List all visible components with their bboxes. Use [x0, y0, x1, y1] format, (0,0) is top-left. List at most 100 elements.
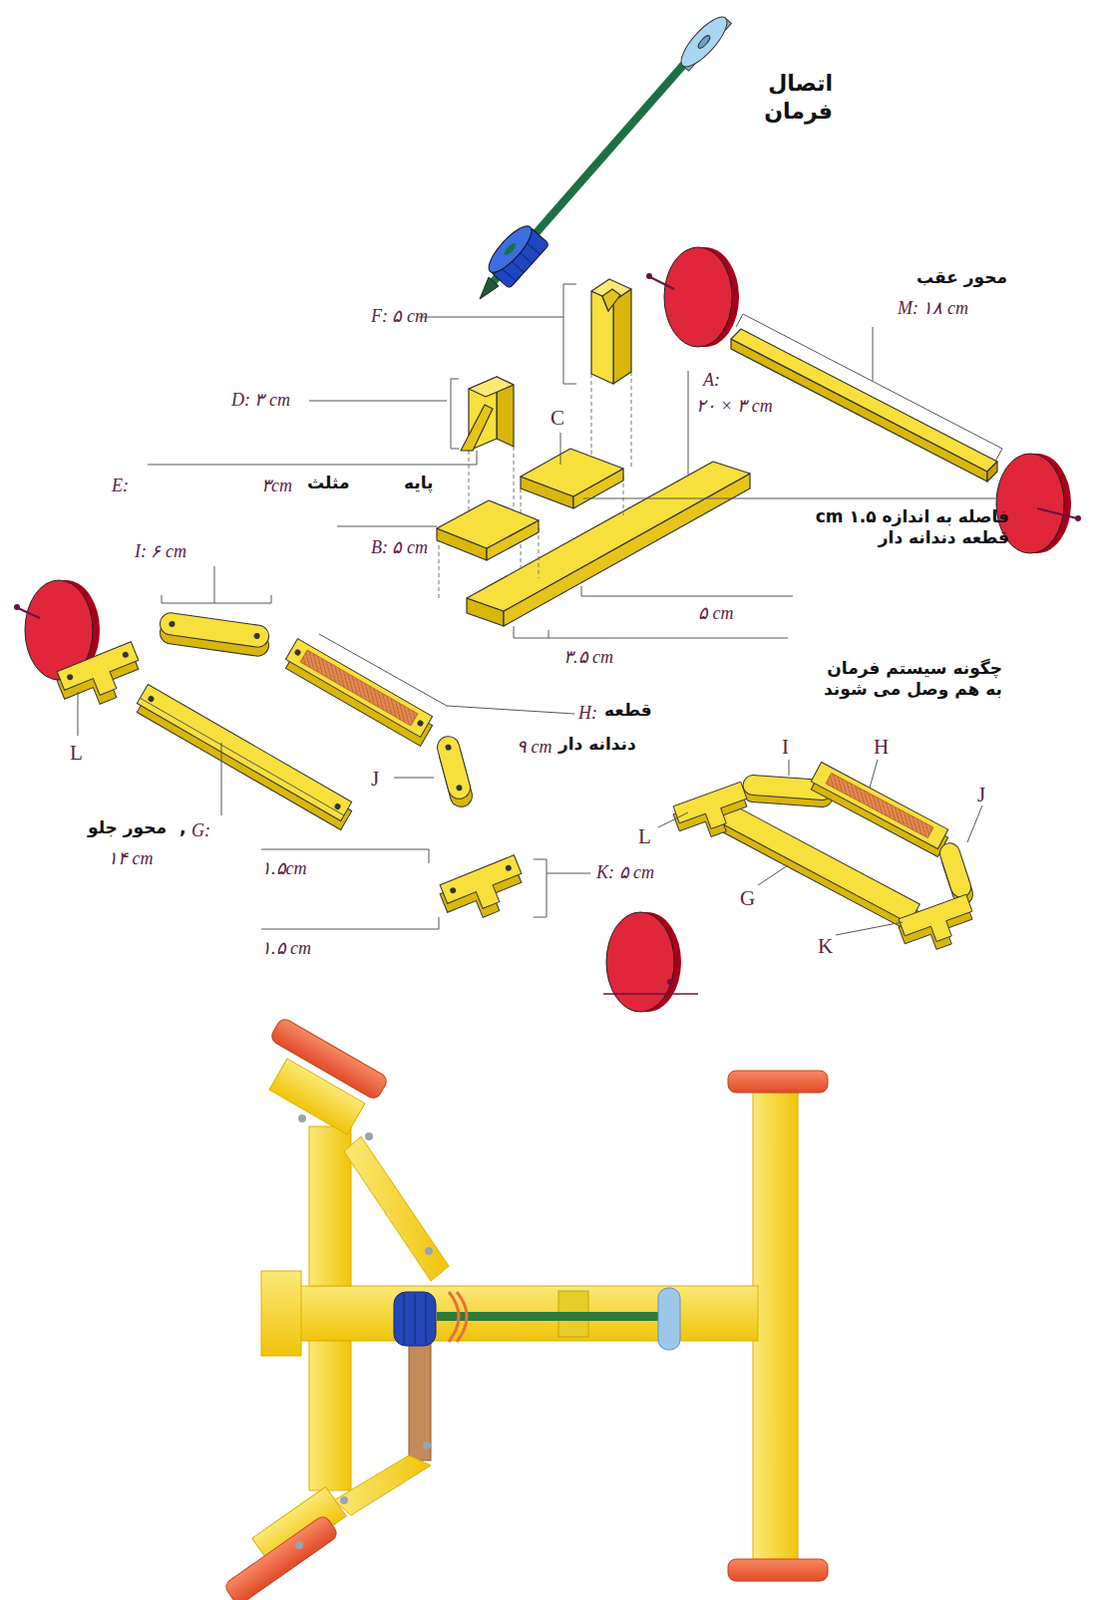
assembled-steering — [898, 894, 978, 952]
steering-wheel-disc — [674, 10, 733, 73]
front-axle-g — [136, 684, 352, 821]
leader-lines — [261, 929, 439, 931]
link-i — [253, 633, 261, 641]
dimension-label: ۳.۵ cm — [563, 646, 614, 670]
dimension-label: ۹ cm — [516, 735, 553, 759]
plate-b — [436, 500, 539, 561]
link-j — [455, 784, 463, 792]
car-top-view — [436, 1312, 665, 1322]
wheel — [603, 993, 699, 996]
assembled-steering — [937, 840, 974, 900]
leader-lines — [658, 812, 689, 828]
car-top-view — [223, 1017, 828, 1600]
dimension-label: D: ۳ cm — [231, 388, 291, 412]
tee-l — [56, 642, 145, 708]
wheel — [650, 277, 675, 290]
persian-label: قطعه — [604, 700, 653, 722]
leader-lines — [77, 284, 1003, 936]
leader-lines — [735, 314, 743, 328]
assembled-steering — [937, 840, 974, 900]
car-top-view — [424, 1247, 433, 1256]
assembled-steering — [810, 761, 948, 849]
toothed-rack-h — [300, 650, 418, 727]
leader-lines — [688, 370, 690, 475]
part-letter: H — [873, 733, 889, 760]
wheel — [606, 912, 675, 1013]
steering-gear — [502, 241, 518, 258]
leader-lines — [139, 698, 345, 816]
car-top-view — [309, 1341, 352, 1491]
car-top-view — [414, 1294, 416, 1345]
leader-lines — [428, 849, 430, 864]
front-axle-g — [136, 684, 352, 821]
guide-lines — [631, 371, 633, 469]
car-top-view — [298, 1114, 307, 1123]
wheel — [646, 273, 653, 280]
leader-lines — [513, 626, 788, 639]
guide-lines — [591, 373, 593, 461]
leader-lines — [869, 759, 878, 788]
steering-shaft — [479, 277, 499, 300]
leader-lines — [476, 450, 478, 465]
wheel — [1075, 515, 1082, 522]
car-top-view — [223, 1514, 340, 1600]
plate-c — [520, 448, 624, 497]
persian-label: , — [179, 817, 186, 839]
wheel — [13, 604, 20, 611]
wheel — [667, 979, 674, 986]
tee-k — [448, 886, 457, 895]
leader-lines — [788, 759, 790, 776]
toothed-rack-h — [285, 639, 432, 738]
dimension-label: ۱۴ cm — [107, 847, 154, 871]
car-top-view — [365, 1132, 373, 1141]
plate-b — [436, 500, 539, 549]
plate-c — [520, 448, 624, 509]
dimension-label: ۵ cm — [698, 602, 734, 626]
dimension-label: I: ۶ cm — [134, 540, 187, 564]
leader-lines — [450, 378, 459, 449]
link-i — [168, 621, 176, 629]
steering-wheel-disc — [696, 33, 712, 50]
base-board — [466, 461, 750, 627]
tee-l — [56, 642, 145, 717]
tee-k — [504, 864, 513, 873]
leader-lines — [967, 805, 983, 843]
car-top-view — [728, 1559, 828, 1582]
steering-gear — [482, 220, 550, 290]
front-axle-g — [136, 684, 352, 830]
front-axle-g — [333, 802, 342, 811]
leader-lines — [548, 630, 550, 639]
leader-lines — [995, 448, 1003, 462]
car-top-view — [334, 1456, 431, 1516]
tee-k — [439, 855, 528, 921]
part-letter: J — [370, 765, 379, 792]
car-top-view — [752, 1092, 798, 1561]
leader-lines — [872, 327, 874, 381]
assembled-steering — [810, 761, 948, 849]
car-top-view — [425, 1294, 427, 1345]
wheel — [603, 912, 699, 1013]
dimension-label: K: ۵ cm — [596, 861, 655, 885]
car-top-view — [403, 1294, 405, 1345]
part-letter: J — [977, 781, 986, 808]
car-top-view — [340, 1496, 349, 1505]
leader-lines — [214, 566, 216, 604]
part-letter: G — [739, 885, 755, 912]
dimension-label: ۲۰ × ۳ cm — [696, 394, 773, 418]
leader-lines — [221, 742, 223, 816]
car-top-view — [261, 1271, 302, 1357]
car-top-view — [295, 1541, 304, 1550]
car-top-view — [344, 1136, 449, 1282]
car-top-view — [269, 1017, 389, 1102]
dimension-label: H: — [578, 702, 598, 726]
leader-lines — [393, 777, 434, 779]
persian-label: چگونه سیستم فرمان به هم وصل می شوند — [817, 658, 1003, 702]
leader-lines — [261, 849, 429, 851]
leader-lines — [560, 432, 562, 465]
car-top-view — [456, 1292, 467, 1343]
tee-k — [439, 855, 528, 930]
base-board — [503, 473, 750, 627]
toothed-rack-h — [285, 639, 432, 747]
dimension-label: ۱.۵ cm — [261, 937, 312, 961]
block-f — [591, 279, 632, 384]
